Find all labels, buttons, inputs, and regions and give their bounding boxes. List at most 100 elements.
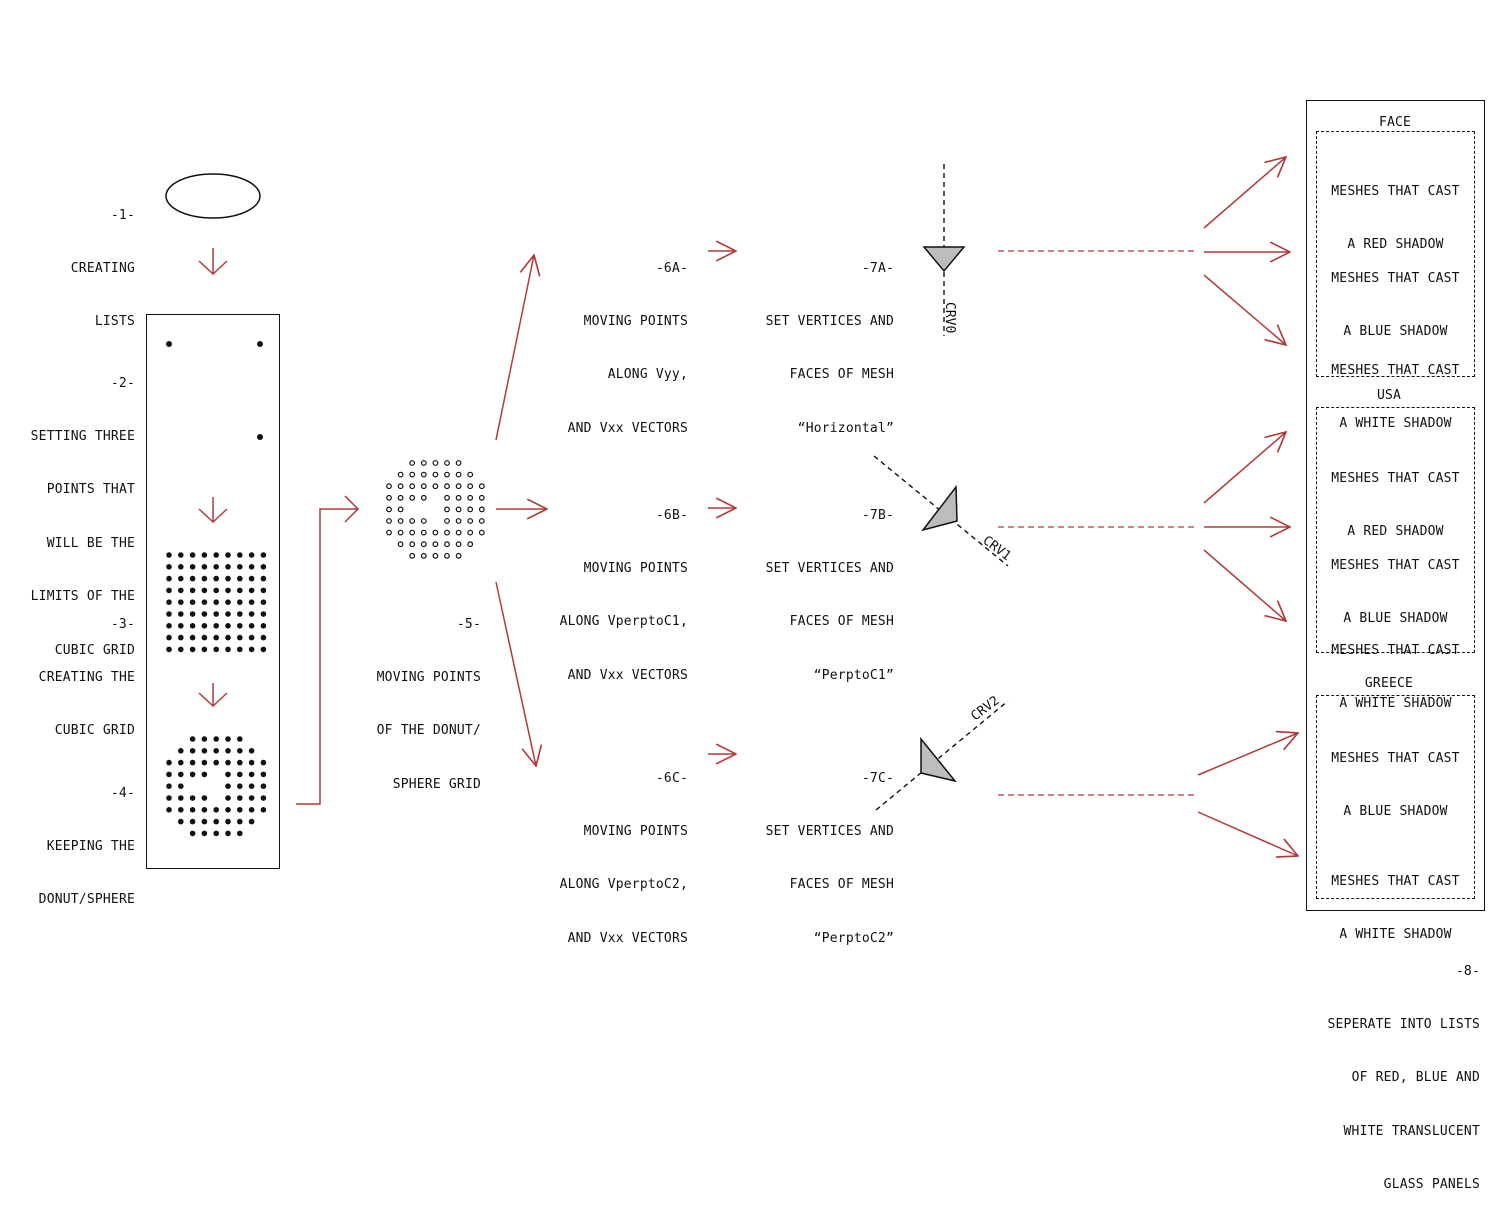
grid-point (467, 529, 474, 536)
arrow-usa-white (1203, 549, 1286, 621)
grid-point (201, 795, 208, 801)
grid-point (225, 818, 231, 825)
step-number: -4- (110, 785, 135, 801)
step-3-label: -3- CREATING THE CUBIC GRID (38, 616, 135, 739)
lists-ellipse (165, 173, 261, 219)
grid-point (260, 807, 267, 813)
grid-point (248, 564, 255, 570)
grid-point (478, 529, 485, 536)
grid-point (189, 807, 196, 813)
grid-point (225, 564, 231, 570)
down-arrow-2 (198, 497, 228, 524)
grid-point (213, 599, 219, 605)
grid-point (213, 552, 219, 558)
grid-point (189, 575, 196, 582)
grid-point (237, 759, 243, 766)
grid-point (237, 575, 243, 582)
greece-item-blue: MESHES THAT CAST A BLUE SHADOW (1331, 750, 1460, 819)
grid-point (201, 599, 208, 605)
grid-point (189, 771, 196, 778)
grid-point (455, 460, 462, 466)
step-number: -7B- (861, 507, 894, 523)
grid-point (397, 494, 404, 501)
grid-point (178, 807, 184, 813)
grid-point (432, 471, 439, 478)
grid-point (201, 575, 208, 582)
usa-item-red: MESHES THAT CAST A RED SHADOW (1331, 470, 1460, 539)
grid-point (260, 611, 267, 617)
greece-item-white: MESHES THAT CAST A WHITE SHADOW (1331, 873, 1460, 942)
grid-point (420, 483, 427, 490)
output-lists-frame (1306, 100, 1485, 911)
grid-point (397, 483, 404, 490)
grid-point (420, 541, 427, 548)
usa-item-blue: MESHES THAT CAST A BLUE SHADOW (1331, 557, 1460, 626)
flow-diagram: CRV0 CRV1 CRV2 -1- CREATING (31, 100, 1485, 1192)
grid-point (201, 587, 208, 594)
face-item-blue: MESHES THAT CAST A BLUE SHADOW (1331, 270, 1460, 339)
grid-point (409, 494, 416, 501)
grid-point (178, 599, 184, 605)
grid-point (260, 759, 267, 766)
grid-point (467, 541, 474, 548)
grid-point (189, 599, 196, 605)
grid-point (178, 818, 184, 825)
grid-point (432, 541, 439, 548)
mesh-perptoc1-glyph: CRV1 (873, 455, 1014, 567)
grid-point (213, 587, 219, 594)
grid-point (189, 623, 196, 629)
grid-point (225, 623, 231, 629)
grid-point (166, 783, 172, 789)
grid-point (213, 564, 219, 570)
grid-point (225, 599, 231, 605)
step-7a-label: -7A- SET VERTICES AND FACES OF MESH “Hor… (765, 260, 894, 436)
face-item-red: MESHES THAT CAST A RED SHADOW (1331, 183, 1460, 252)
grid-point (189, 748, 196, 754)
grid-point (478, 494, 485, 501)
arrow-to-6c (495, 581, 536, 766)
grid-point (201, 748, 208, 754)
grid-point (225, 748, 231, 754)
grid-point (189, 795, 196, 801)
grid-point (213, 736, 219, 742)
mesh-perptoc2-glyph: CRV2 (875, 693, 1009, 811)
grid-point (397, 541, 404, 548)
grid-point (455, 518, 462, 524)
grid-point (444, 460, 450, 466)
step-number: -5- (456, 616, 481, 632)
grid-point (467, 506, 474, 513)
grid-point (225, 807, 231, 813)
grid-point (444, 483, 450, 490)
grid-point (225, 783, 231, 789)
usa-group-title: USA (1376, 388, 1402, 403)
grid-point (213, 634, 219, 641)
grid-point (260, 575, 267, 582)
grid-point (237, 599, 243, 605)
grid-point (237, 611, 243, 617)
grid-point (225, 795, 231, 801)
grid-point (189, 611, 196, 617)
mesh-horizontal-glyph: CRV0 (922, 164, 966, 336)
grid-point (386, 518, 392, 524)
grid-point (260, 599, 267, 605)
connector-arrow-to-step5 (296, 495, 360, 805)
limit-point (166, 341, 172, 347)
grid-point (189, 736, 196, 742)
grid-point (178, 795, 184, 801)
grid-point (397, 471, 404, 478)
grid-point (237, 634, 243, 641)
grid-point (444, 518, 450, 524)
grid-point (420, 460, 427, 466)
grid-point (178, 759, 184, 766)
grid-point (409, 541, 416, 548)
face-group-title: FACE (1378, 115, 1412, 130)
grid-point (225, 830, 231, 837)
grid-point (237, 564, 243, 570)
grid-point (444, 494, 450, 501)
grid-point (166, 646, 172, 653)
grid-point (166, 587, 172, 594)
grid-point (237, 818, 243, 825)
grid-point (178, 783, 184, 789)
face-item-white: MESHES THAT CAST A WHITE SHADOW (1331, 362, 1460, 431)
grid-point (409, 483, 416, 490)
